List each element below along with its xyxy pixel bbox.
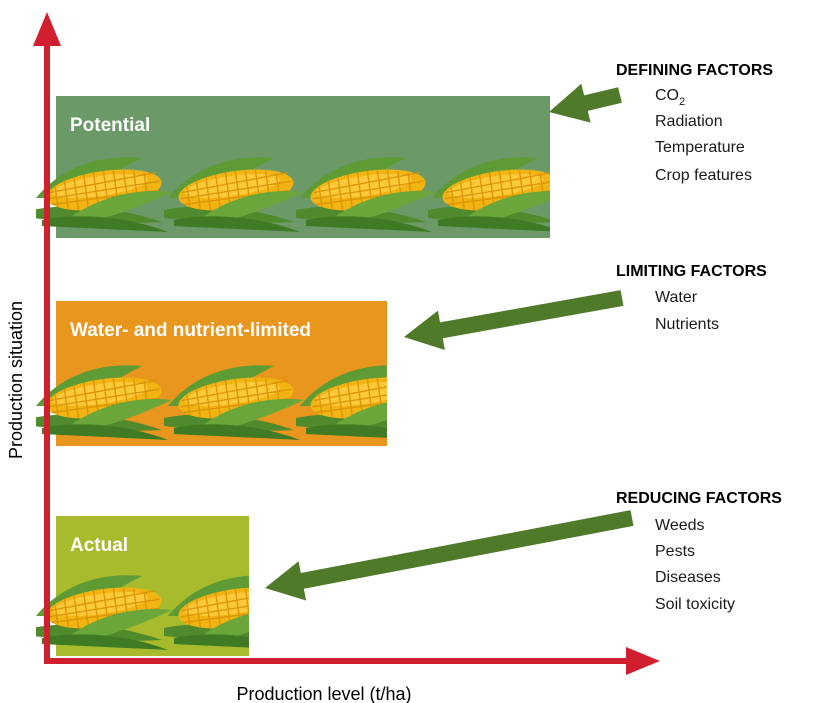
factor-item: CO2 (655, 87, 685, 108)
potential-bar: Potential (36, 96, 550, 238)
factor-item: Diseases (655, 569, 721, 586)
limiting-factors-heading: LIMITING FACTORS (616, 263, 767, 280)
limiting-factors-arrow (404, 290, 624, 350)
co2-subscript: 2 (679, 96, 685, 108)
corn-cob-icon (428, 365, 568, 440)
water-nutrient-limited-bar-label: Water- and nutrient-limited (70, 320, 311, 341)
x-axis-label: Production level (t/ha) (236, 684, 411, 703)
factor-item: Pests (655, 543, 695, 560)
factor-item: Radiation (655, 113, 723, 130)
water-nutrient-limited-bar: Water- and nutrient-limited (36, 301, 568, 446)
factor-item: Water (655, 289, 698, 306)
reducing-factors-arrow (265, 510, 634, 601)
factor-item: Soil toxicity (655, 596, 735, 613)
defining-factors-heading: DEFINING FACTORS (616, 62, 773, 79)
actual-bar: Actual (36, 516, 436, 656)
potential-bar-label: Potential (70, 115, 150, 136)
corn-cob-icon (296, 575, 436, 650)
y-axis-arrowhead (33, 12, 61, 46)
defining-factors-arrow (549, 83, 622, 123)
x-axis-arrowhead (626, 647, 660, 675)
factor-item: Temperature (655, 139, 745, 156)
reducing-factors-heading: REDUCING FACTORS (616, 490, 782, 507)
axes: Production level (t/ha) Production situat… (6, 12, 660, 703)
factor-item: Nutrients (655, 316, 719, 333)
y-axis-label: Production situation (6, 301, 26, 459)
factor-item: Weeds (655, 517, 705, 534)
factor-item: Crop features (655, 167, 752, 184)
defining-factors-group: DEFINING FACTORS CO2RadiationTemperatureC… (549, 62, 773, 184)
actual-bar-label: Actual (70, 535, 128, 556)
